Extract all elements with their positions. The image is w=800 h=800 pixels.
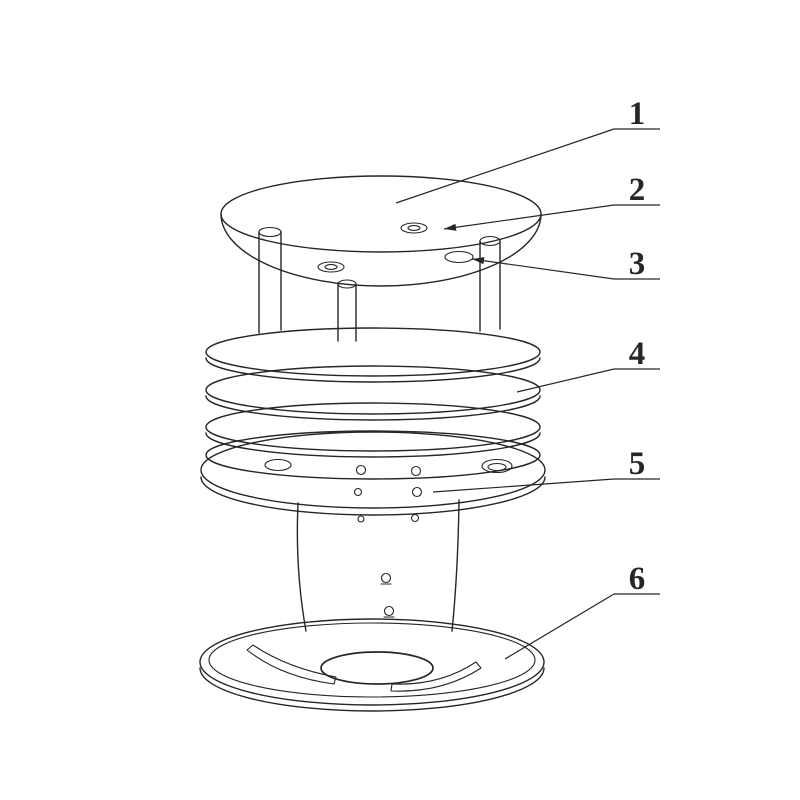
base-slot-right <box>390 661 482 692</box>
cap-fitting-right <box>444 250 474 264</box>
louver-underside <box>205 357 541 383</box>
vent-hole <box>353 487 363 497</box>
vent-hole <box>355 464 367 476</box>
callout-2-leader-line <box>443 204 615 230</box>
callout-3-arrowhead <box>472 257 485 265</box>
callout-6-label: 6 <box>629 561 646 597</box>
callout-1-label: 1 <box>629 96 646 132</box>
louver-underside <box>205 395 541 421</box>
vent-hole <box>411 486 423 498</box>
base-inner-rim <box>208 622 536 698</box>
top-cap-underside <box>220 213 542 287</box>
callout-3-label: 3 <box>629 246 646 282</box>
hole-outer <box>481 458 513 474</box>
base-outer-rim <box>199 618 545 706</box>
vent-hole <box>410 513 420 523</box>
fitting-outer <box>444 250 474 264</box>
callout-3: 3 <box>471 246 660 282</box>
callout-2: 2 <box>443 172 660 231</box>
base-plate-underside <box>200 476 546 516</box>
louver-surface <box>205 365 541 415</box>
callout-5: 5 <box>432 446 660 493</box>
sensor-body-cone <box>296 464 460 632</box>
base-plate-surface <box>200 431 546 509</box>
louver-surface <box>205 327 541 377</box>
callout-6: 6 <box>504 561 660 660</box>
mounting-hole-right <box>481 458 513 474</box>
callout-4-label: 4 <box>629 336 646 372</box>
cap-fitting-center <box>400 222 428 234</box>
vent-hole <box>380 572 392 584</box>
callout-6-leader-line <box>504 593 615 660</box>
hole-outer <box>264 458 292 472</box>
hole-inner <box>487 462 507 472</box>
fitting-inner <box>324 264 338 270</box>
support-post-middle <box>337 279 357 342</box>
callout-5-leader-line <box>432 478 615 493</box>
post-top <box>258 226 282 238</box>
vent-hole <box>383 605 395 617</box>
support-post-right <box>479 235 501 332</box>
support-posts <box>258 226 501 342</box>
louver-surface <box>205 430 541 480</box>
callouts: 1 2 3 4 5 6 <box>395 96 660 660</box>
fitting-outer <box>317 261 345 273</box>
stack-base-plate <box>200 431 546 516</box>
cap-fitting-left <box>317 261 345 273</box>
top-cap-surface <box>220 175 542 253</box>
mounting-base-plate <box>199 618 545 712</box>
louver-underside <box>205 432 541 458</box>
callout-1: 1 <box>395 96 660 204</box>
mounting-hole-left <box>264 458 292 472</box>
base-underside <box>199 667 545 712</box>
callout-2-arrowhead <box>444 223 457 231</box>
vent-hole <box>357 515 365 523</box>
louver-plate-3 <box>205 402 541 458</box>
vent-holes <box>353 464 423 618</box>
callout-4-leader-line <box>516 368 615 393</box>
base-center-hole <box>320 651 434 685</box>
louver-surface <box>205 402 541 452</box>
cone-left-edge <box>296 502 307 632</box>
support-post-left <box>258 226 282 334</box>
callout-4: 4 <box>516 336 660 393</box>
base-slot-left <box>246 644 337 685</box>
louver-plate-1 <box>205 327 541 383</box>
louver-stack <box>200 327 546 516</box>
fitting-inner <box>407 225 421 231</box>
vent-hole <box>410 465 422 477</box>
cap-fittings <box>317 222 474 273</box>
callout-2-label: 2 <box>629 172 646 208</box>
louver-plate-2 <box>205 365 541 421</box>
louver-plate-4 <box>205 430 541 480</box>
top-cap <box>220 175 542 287</box>
callout-1-leader-line <box>395 128 615 204</box>
callout-3-leader-line <box>471 258 615 280</box>
fitting-outer <box>400 222 428 234</box>
cone-right-edge <box>451 499 460 632</box>
post-top <box>479 235 501 247</box>
callout-5-label: 5 <box>629 446 646 482</box>
